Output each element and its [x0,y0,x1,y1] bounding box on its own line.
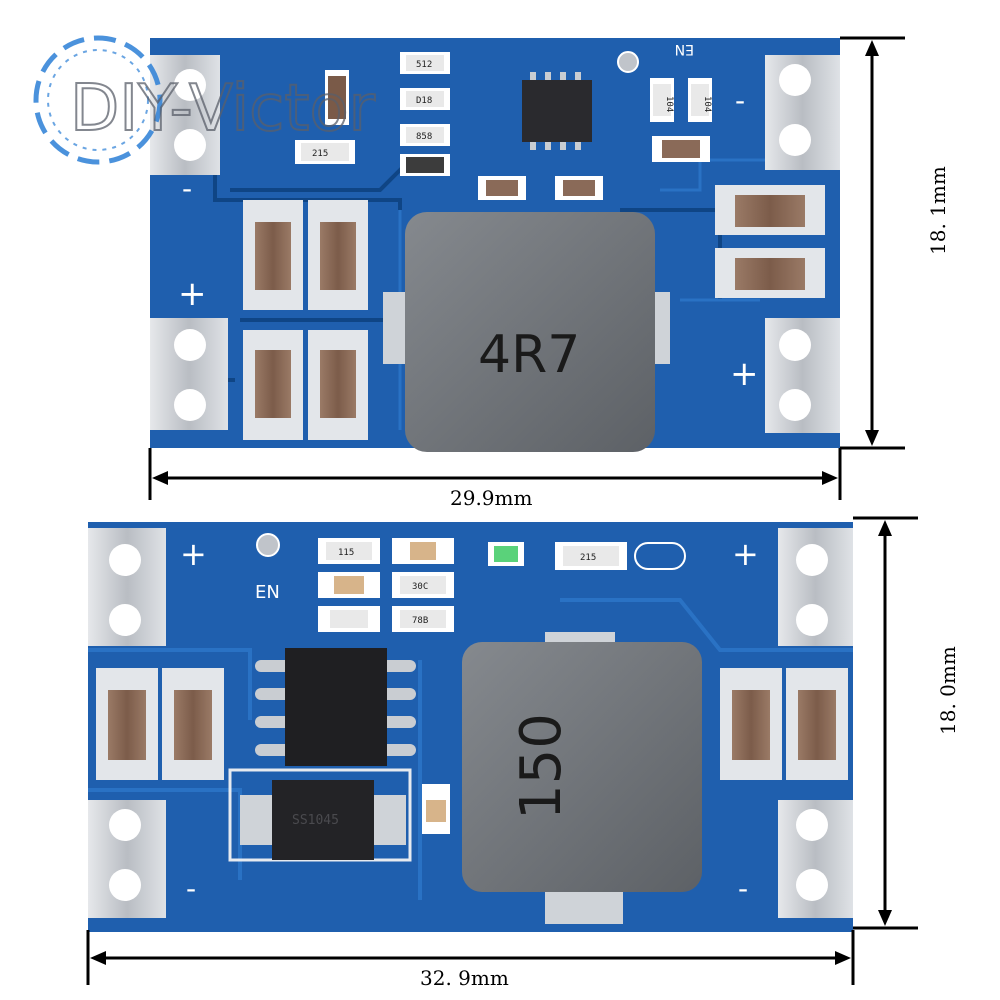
bottom-dimensions [86,516,918,985]
top-capacitors-left [243,200,368,440]
bottom-pad-hole [109,544,141,576]
bottom-smd-label: 78B [412,616,428,626]
bottom-pad-hole [796,544,828,576]
bottom-pad-hole [109,809,141,841]
bottom-board: + - + - EN 115 30C 78B 215 [88,522,853,932]
watermark-ring [33,35,163,165]
top-pad-hole [779,124,811,156]
top-capacitors-right [715,185,825,298]
watermark: DIY-Victor [33,35,377,165]
top-pad-hole [174,389,206,421]
top-smd-label: 215 [312,149,328,159]
top-pad-hole [779,64,811,96]
bottom-trace-2 [228,768,412,862]
bottom-trace [88,598,853,900]
top-ic [522,80,592,142]
bottom-pad-hole [796,869,828,901]
bottom-pad-hole [796,604,828,636]
bottom-en-hole [256,533,280,557]
top-smd-label: D18 [416,96,432,106]
bottom-minus-right: - [738,872,748,905]
bottom-ic [285,648,387,766]
top-pad-hole [779,329,811,361]
top-dimensions [148,36,905,500]
top-en-hole [617,51,639,73]
top-pad-hole [174,329,206,361]
bottom-plus-right: + [732,535,759,573]
top-minus-left: - [182,172,192,205]
bottom-ic-pins [255,660,416,756]
top-minus-right: - [735,84,745,117]
top-smd-label: 104 [702,96,712,112]
top-plus-left: + [178,274,207,314]
bottom-smd-label: 30C [412,582,428,592]
bottom-capacitors-right [720,668,848,780]
bottom-smd-label: 215 [580,553,596,563]
top-ic-pins [530,72,581,150]
top-height-label: 18. 1mm [926,166,950,255]
top-smd-label: 512 [416,60,432,70]
bottom-minus-left: - [186,872,196,905]
bottom-inductor-tab [545,888,623,924]
bottom-pad-hole [796,809,828,841]
top-smd-label: 858 [416,132,432,142]
bottom-diode [272,780,374,860]
watermark-ring-inner [47,49,149,151]
top-smd-column: 512 D18 858 215 [295,52,450,176]
top-smd-label: 104 [664,96,674,112]
bottom-inductor-marking: 150 [509,713,574,820]
bottom-width-label: 32. 9mm [420,966,509,990]
bottom-diode-tab [240,795,276,845]
top-pad-hole [174,69,206,101]
bottom-capacitors-left [96,668,224,780]
top-inductor [405,212,655,452]
top-pad-hole [174,129,206,161]
bottom-diode-tab [370,795,406,845]
top-board: - + - + EN 512 D18 858 215 104 104 [150,38,840,452]
top-width-label: 29.9mm [450,486,532,510]
bottom-en-label: EN [255,582,280,603]
top-en-label: EN [675,41,694,57]
top-plus-right: + [730,354,759,394]
bottom-height-label: 18. 0mm [936,646,960,735]
watermark-text: DIY-Victor [70,72,376,146]
top-pad-hole [779,389,811,421]
bottom-plus-left: + [180,535,207,573]
top-inductor-marking: 4R7 [478,325,580,385]
bottom-pad-hole [109,604,141,636]
bottom-pad-hole [109,869,141,901]
bottom-diode-marking: SS1045 [292,813,339,828]
bottom-inductor [462,642,702,892]
bottom-smd-label: 115 [338,548,354,558]
bottom-smd-grid: 115 30C 78B 215 [318,538,686,834]
